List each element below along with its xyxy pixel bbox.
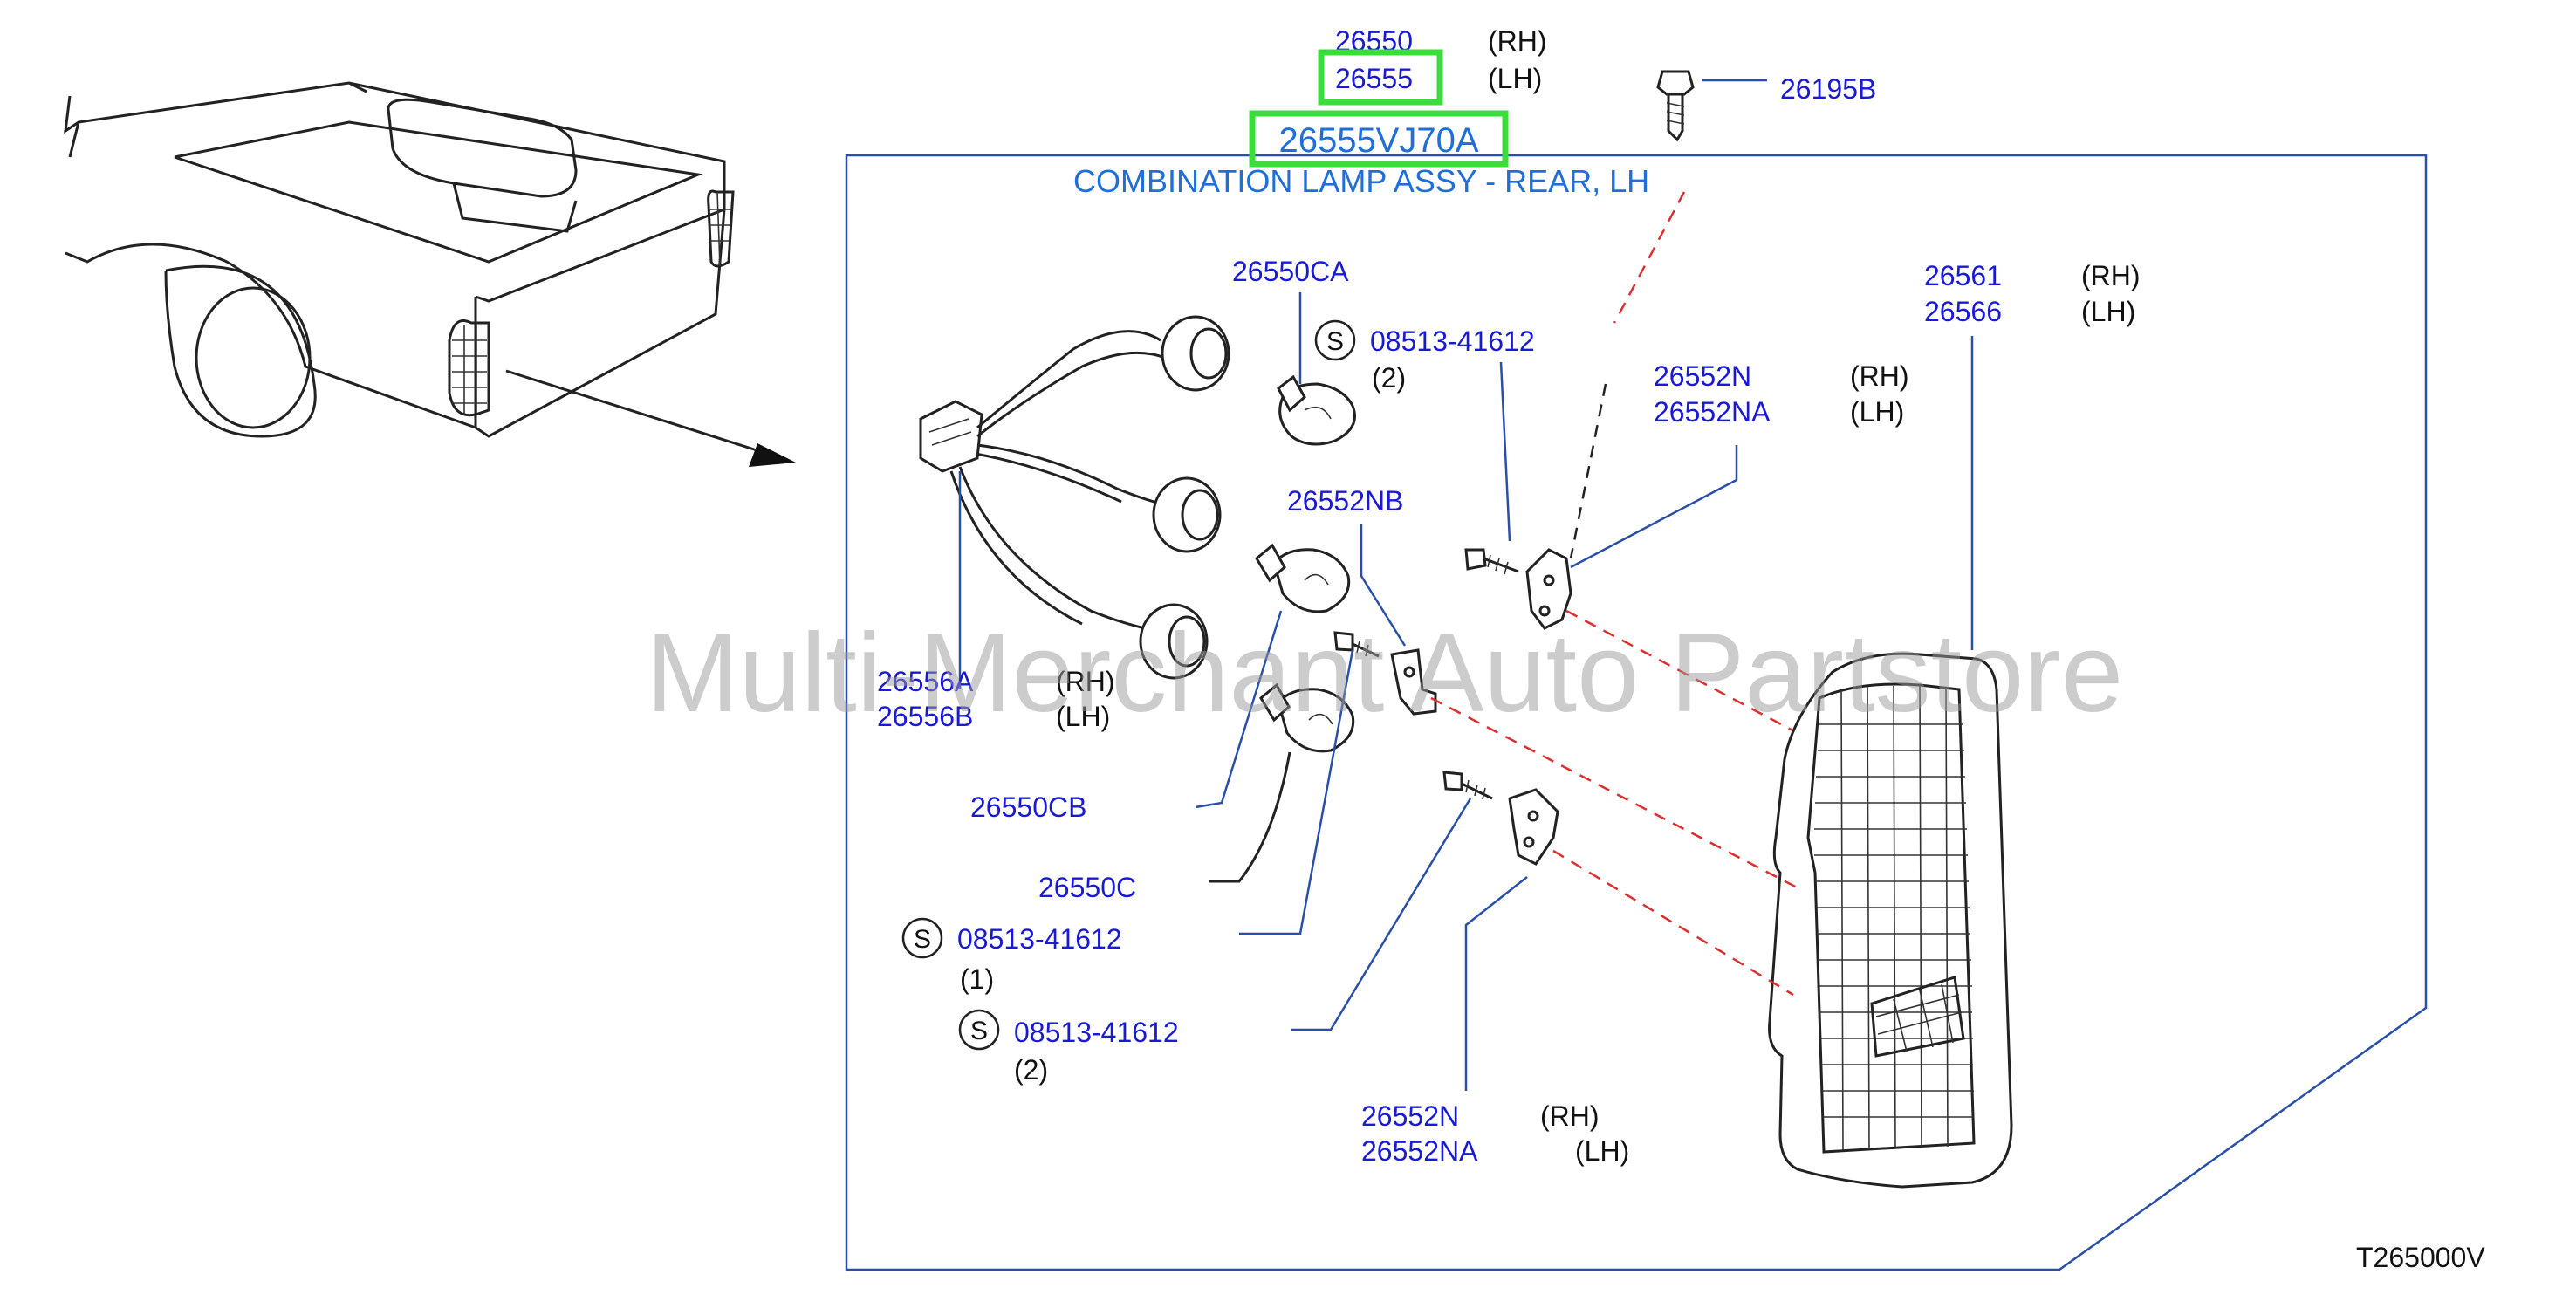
screw-top-symbol	[1314, 319, 1356, 361]
screw-mid-symbol-letter: S	[914, 925, 931, 954]
bracket-bottom-rh-side: (RH)	[1540, 1100, 1600, 1132]
bolt-top-number[interactable]: 26195B	[1780, 73, 1876, 105]
lamp-assy-rh-side: (RH)	[1488, 25, 1547, 57]
assembly-title: COMBINATION LAMP ASSY - REAR, LH	[1073, 163, 1649, 199]
bulb-1-number[interactable]: 26550CB	[970, 791, 1086, 823]
lamp-lens	[1768, 652, 2013, 1189]
bracket-bottom-lh-side: (LH)	[1575, 1135, 1629, 1167]
screw-mid-symbol	[901, 917, 943, 959]
screw-top-qty: (2)	[1372, 362, 1406, 394]
bulb-2-number[interactable]: 26550C	[1038, 872, 1136, 903]
bulb-1	[1255, 543, 1351, 613]
socket-top-number[interactable]: 26550CA	[1232, 256, 1349, 287]
bracket-bottom-lh-number[interactable]: 26552NA	[1361, 1135, 1478, 1167]
lens-lh-side: (LH)	[2081, 296, 2135, 327]
highlighted-part-number[interactable]: 26555VJ70A	[1278, 121, 1478, 160]
bracket-bottom	[1508, 788, 1559, 866]
lamp-assy-lh-number[interactable]: 26555	[1335, 63, 1413, 94]
screw-top-number[interactable]: 08513-41612	[1370, 325, 1535, 357]
highlighted-part-box	[1249, 110, 1509, 168]
bulb-2	[1259, 682, 1355, 753]
screw-top-symbol-letter: S	[1326, 327, 1344, 356]
screw-low-number[interactable]: 08513-41612	[1014, 1017, 1179, 1048]
drawing-code: T265000V	[2356, 1242, 2485, 1273]
wiring-harness	[919, 315, 1230, 680]
bracket-mid	[1390, 648, 1437, 716]
screw-mid-qty: (1)	[960, 963, 994, 995]
screw-low-symbol-letter: S	[970, 1017, 988, 1045]
screw-low-qty: (2)	[1014, 1054, 1048, 1086]
harness-lh-number[interactable]: 26556B	[877, 701, 973, 732]
bracket-top-rh-number[interactable]: 26552N	[1654, 360, 1751, 392]
screw-low-symbol	[958, 1009, 1000, 1051]
lens-rh-number[interactable]: 26561	[1924, 260, 2002, 291]
truck-illustration	[64, 81, 796, 467]
lens-lh-number[interactable]: 26566	[1924, 296, 2002, 327]
bracket-top-lh-number[interactable]: 26552NA	[1654, 396, 1771, 428]
screw-mid-number[interactable]: 08513-41612	[957, 923, 1122, 955]
assembly-frame	[845, 154, 2428, 1271]
screw-mid	[1333, 631, 1380, 658]
bracket-mid-number[interactable]: 26552NB	[1287, 485, 1403, 517]
harness-rh-side: (RH)	[1056, 666, 1115, 697]
bracket-top-lh-side: (LH)	[1850, 396, 1904, 428]
screw-low	[1442, 771, 1493, 800]
bracket-bottom-rh-number[interactable]: 26552N	[1361, 1100, 1459, 1132]
bolt-top-part	[1656, 70, 1695, 142]
lens-rh-side: (RH)	[2081, 260, 2141, 291]
bracket-top-rh-side: (RH)	[1850, 360, 1909, 392]
bracket-top	[1525, 548, 1572, 630]
harness-rh-number[interactable]: 26556A	[877, 666, 974, 697]
harness-lh-side: (LH)	[1056, 701, 1110, 732]
lamp-assy-lh-highlight-box	[1318, 49, 1443, 106]
bulb-top	[1277, 374, 1356, 446]
screw-top	[1464, 548, 1519, 575]
watermark-text: Multi-Merchant Auto Partstore	[646, 611, 2123, 736]
lamp-assy-lh-side: (LH)	[1488, 63, 1542, 94]
